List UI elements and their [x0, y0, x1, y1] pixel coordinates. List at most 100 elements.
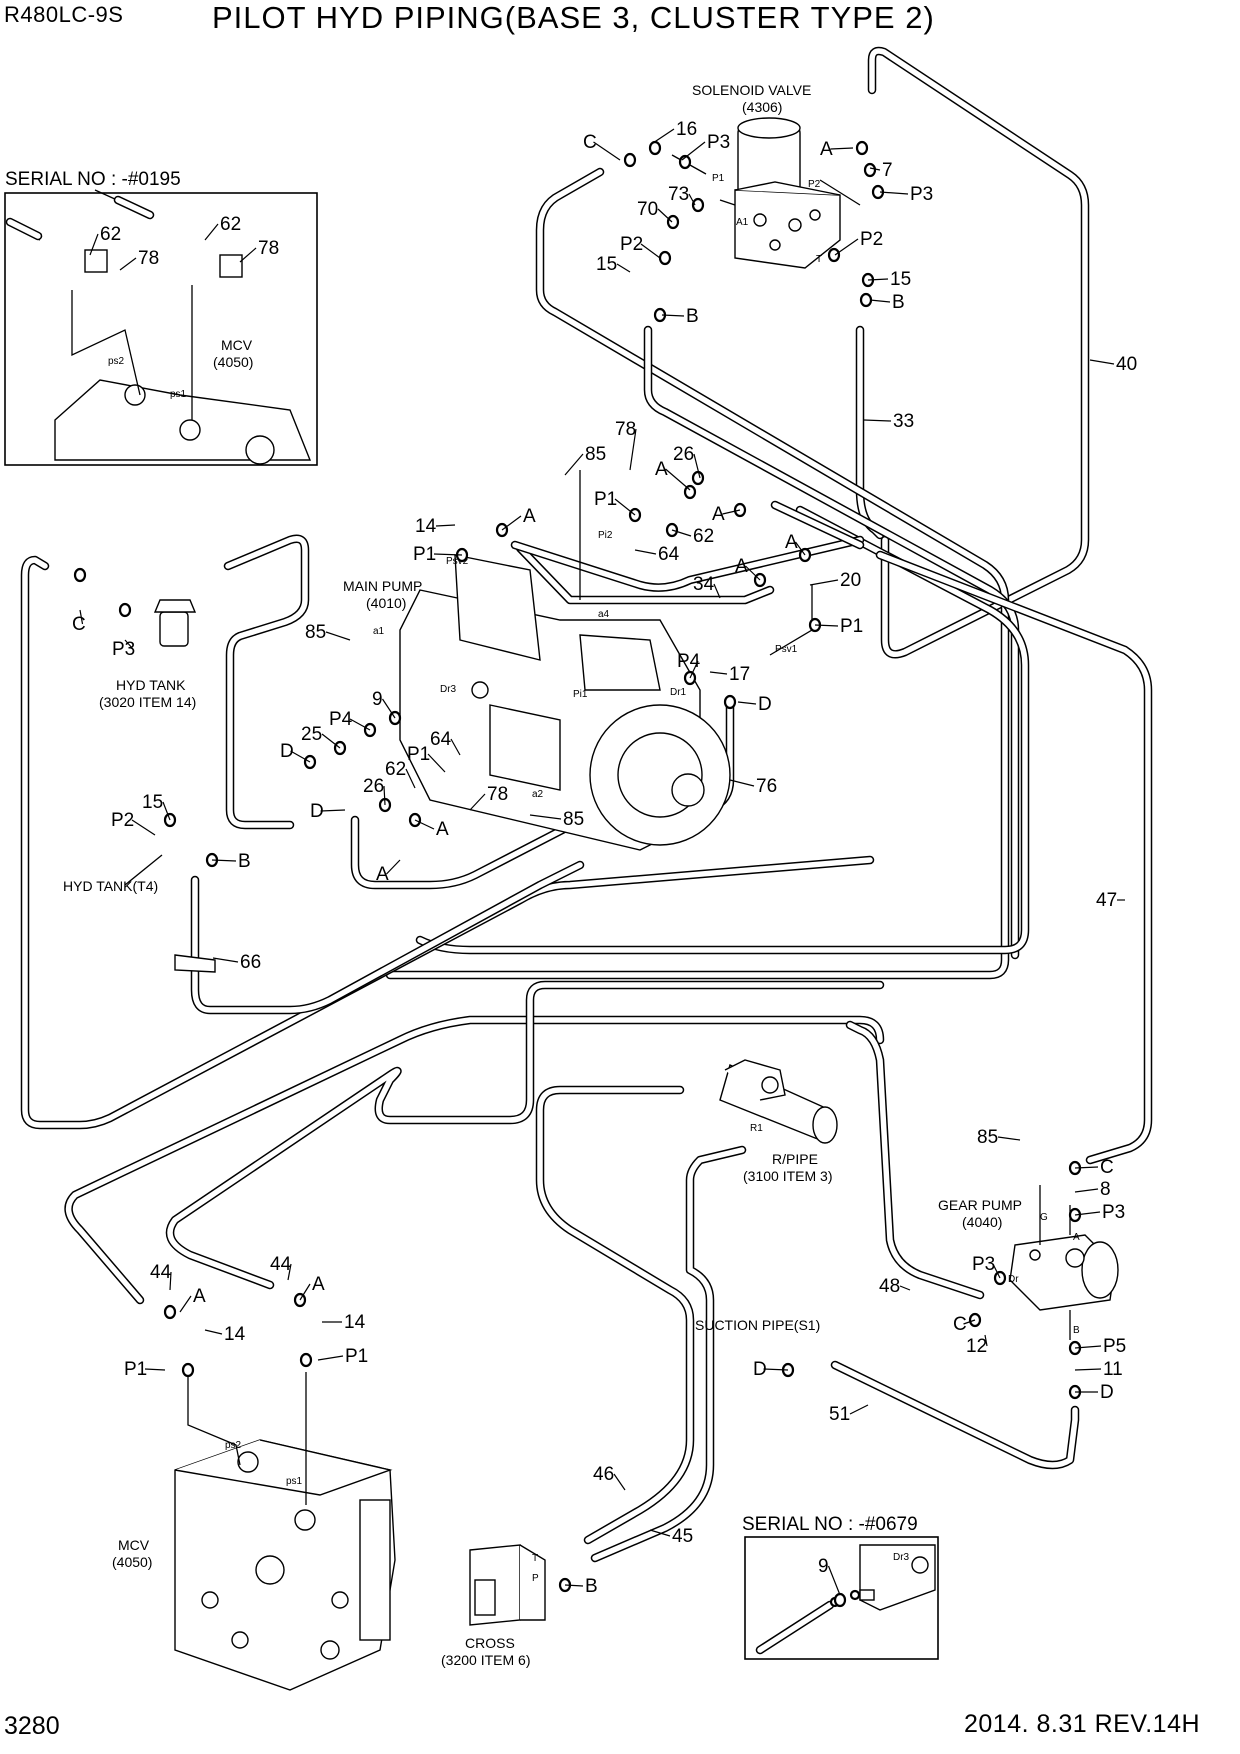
callout-c44: P1	[407, 744, 430, 765]
callout-c79: 46	[593, 1464, 614, 1485]
callout-leader	[349, 718, 371, 731]
callout-leader	[689, 660, 699, 679]
o-ring	[827, 247, 841, 263]
fittings	[73, 140, 1082, 1608]
o-ring	[666, 214, 680, 230]
callout-leader	[435, 524, 456, 527]
port-t-cross: T	[532, 1553, 538, 1564]
callout-leader	[204, 223, 219, 241]
callout-c36: P4	[677, 651, 701, 672]
callout-c38: D	[758, 694, 772, 715]
callout-leader	[722, 509, 741, 515]
port-p1-solenoid: P1	[712, 173, 725, 184]
callout-c57: 47	[1096, 890, 1117, 911]
callout-c86: 78	[258, 238, 279, 259]
callout-leader	[899, 1285, 911, 1291]
port-p-cross: P	[532, 1573, 539, 1584]
callout-c14: B	[892, 292, 905, 313]
callout-leader	[814, 624, 839, 627]
callout-c48: 78	[487, 784, 508, 805]
port-dr1: Dr1	[670, 687, 687, 698]
callout-leader	[729, 779, 755, 787]
r-pipe-name: R/PIPE	[772, 1151, 818, 1167]
callout-leader	[834, 238, 859, 256]
callout-leader	[204, 1329, 223, 1335]
callout-c42: D	[280, 741, 294, 762]
callout-c46: 26	[363, 776, 384, 797]
callout-c1: C	[583, 132, 597, 153]
callout-leader	[867, 278, 889, 281]
callout-c25: A	[523, 506, 536, 527]
callout-leader	[211, 859, 237, 862]
callout-c71: 44	[150, 1262, 172, 1283]
callout-leader	[239, 247, 257, 263]
callout-leader	[317, 1355, 344, 1361]
port-psv2: Psv2	[446, 556, 469, 567]
callout-c6: P3	[910, 184, 933, 205]
callout-leader	[321, 733, 341, 749]
o-ring	[623, 152, 637, 168]
callout-leader	[681, 141, 706, 161]
callout-c64: C	[953, 1314, 967, 1335]
callout-leader	[869, 299, 891, 303]
callout-c3: P3	[707, 132, 730, 153]
callout-c37: 17	[729, 664, 750, 685]
port-dr3: Dr3	[440, 684, 457, 695]
o-ring	[833, 1592, 847, 1608]
gear-pump-name: GEAR PUMP	[938, 1197, 1022, 1213]
callout-c8: 70	[637, 199, 658, 220]
callout-c69: D	[753, 1359, 767, 1380]
callout-c76: 14	[344, 1312, 366, 1333]
callout-c61: P3	[1102, 1202, 1125, 1223]
callout-c72: 44	[270, 1254, 292, 1275]
callout-leader	[1074, 1368, 1102, 1371]
port-a2: a2	[532, 789, 544, 800]
callout-leader	[529, 814, 562, 820]
callout-c51: 76	[756, 776, 777, 797]
callout-leader	[657, 208, 673, 223]
hyd-tank: HYD TANK (3020 ITEM 14) HYD TANK(T4)	[63, 599, 216, 973]
callout-c73: A	[193, 1286, 206, 1307]
callout-c17: 85	[585, 444, 606, 465]
callout-leader	[992, 1263, 1001, 1279]
callout-c77: P1	[124, 1359, 147, 1380]
callout-leader	[616, 263, 631, 273]
inset-bottom-right: Dr3	[744, 1536, 939, 1660]
callout-leader	[809, 579, 839, 586]
callout-leader	[795, 541, 806, 556]
callout-c47: D	[310, 801, 324, 822]
callout-leader	[593, 141, 621, 161]
callout-c24: 14	[415, 516, 437, 537]
callout-leader	[450, 738, 461, 756]
o-ring	[658, 250, 672, 266]
callout-leader	[212, 957, 239, 963]
callout-leader	[469, 793, 486, 811]
o-ring	[859, 292, 873, 308]
callout-c35: 85	[305, 622, 326, 643]
inset-top-left: ps2 ps1 MCV (4050)	[4, 189, 318, 466]
callout-leader	[433, 553, 463, 556]
callout-leader	[737, 701, 757, 705]
callout-leader	[665, 468, 691, 491]
main-pump-name: MAIN PUMP	[343, 578, 422, 594]
callout-leader	[162, 801, 171, 821]
callout-c80: 45	[672, 1526, 693, 1547]
port-dr-gear: Dr	[1008, 1274, 1019, 1285]
callout-leader	[671, 529, 692, 537]
callout-c33: C	[72, 614, 86, 635]
inset-top-left-serial: SERIAL NO : -#0195	[5, 169, 181, 190]
inset-port-ps1: ps1	[170, 389, 187, 400]
callout-leader	[1074, 1345, 1102, 1349]
callout-c78: P1	[345, 1346, 368, 1367]
callout-leader	[763, 1368, 789, 1371]
callout-c67: 11	[1103, 1359, 1123, 1380]
callout-leader	[414, 819, 435, 830]
hose-46	[535, 1085, 695, 1545]
callout-c15: 40	[1116, 354, 1137, 375]
callout-c12: 15	[890, 269, 911, 290]
callout-c29: 34	[693, 574, 715, 595]
callout-leader	[827, 1565, 841, 1596]
callout-c50: 85	[563, 809, 584, 830]
revision-date: 2014. 8.31 REV.14H	[964, 1710, 1201, 1738]
